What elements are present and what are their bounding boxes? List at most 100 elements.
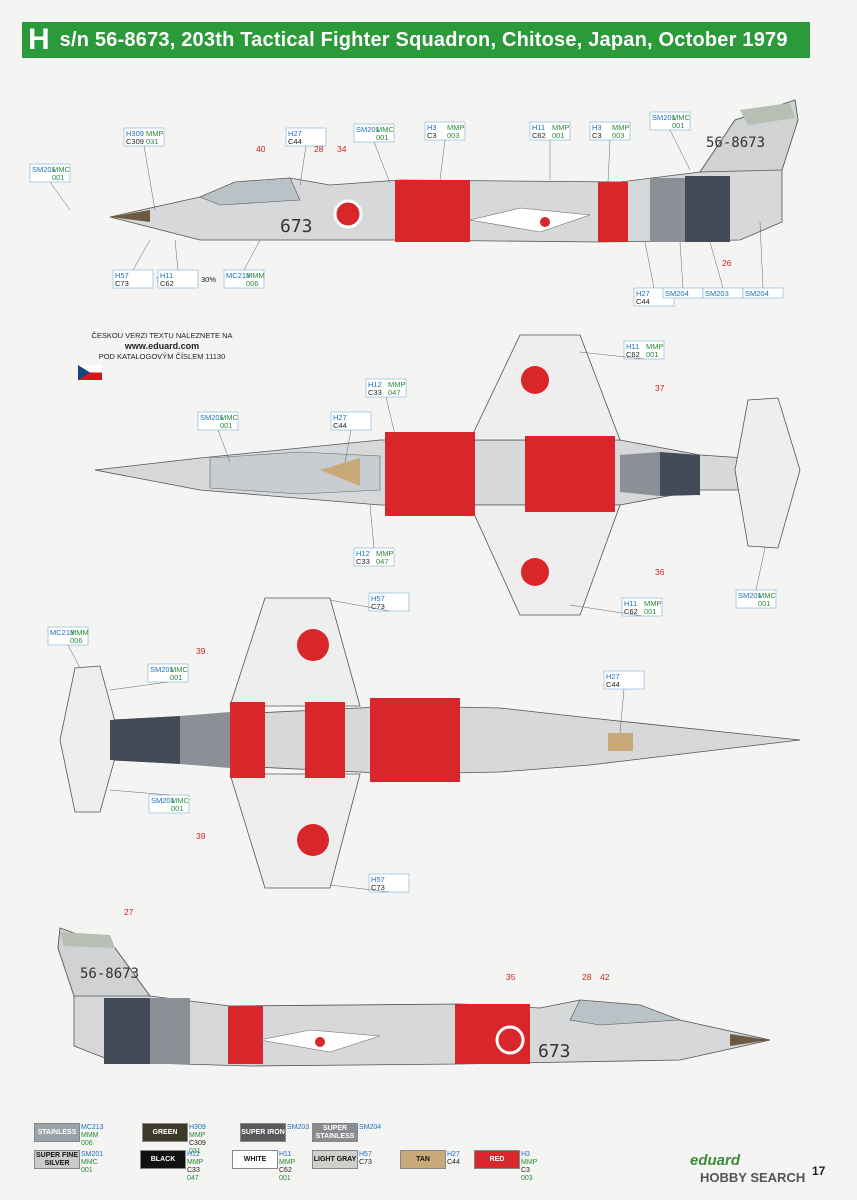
paint-code-hobby: H12: [356, 549, 370, 558]
leader-line: [385, 396, 396, 436]
legend-swatch: TAN: [400, 1150, 446, 1169]
czech-note: ČESKOU VERZI TEXTU NALEZNETE NA www.edua…: [78, 331, 246, 362]
decal-number: 28: [314, 144, 324, 154]
paint-code-hobby: SM201: [150, 665, 174, 674]
paint-code-aqueous: C33: [356, 557, 370, 566]
side-right-serial-text: 56-8673: [80, 966, 139, 982]
legend-codes: SM201 MMC 001: [81, 1151, 104, 1174]
paint-code-mrhobby: MMC: [170, 665, 188, 674]
leader-line: [132, 239, 151, 271]
side-serial-text: 56-8673: [706, 135, 765, 151]
leader-line: [329, 599, 390, 612]
leader-line: [755, 547, 766, 591]
paint-code-hobby: H27: [288, 129, 302, 138]
paint-code-aqueous: C44: [636, 297, 650, 306]
paint-code-number: 001: [171, 804, 184, 813]
leader-line: [143, 145, 156, 211]
decal-number: 35: [506, 972, 516, 982]
leader-line: [299, 145, 307, 186]
paint-code-number: 001: [552, 131, 565, 140]
leader-line: [619, 688, 625, 734]
paint-mix-ratio: 30%: [201, 275, 216, 284]
paint-code-hobby: SM204: [745, 289, 769, 298]
paint-code-hobby: H11: [624, 599, 637, 608]
paint-code-aqueous: C73: [115, 279, 129, 288]
paint-code-mrhobby: MMC: [220, 413, 238, 422]
paint-code-hobby: SM201: [200, 413, 224, 422]
leader-line: [439, 139, 446, 181]
paint-code-aqueous: C73: [371, 602, 385, 611]
leader-line: [243, 239, 261, 271]
paint-code-aqueous: C62: [532, 131, 546, 140]
paint-code-aqueous: C3: [592, 131, 602, 140]
leader-line: [329, 884, 390, 893]
leader-line: [67, 644, 81, 669]
paint-code-number: 001: [52, 173, 65, 182]
profile-letter: H: [28, 23, 50, 56]
side-code-text: 673: [280, 216, 313, 237]
leader-line: [369, 504, 375, 549]
paint-code-hobby: H11: [160, 271, 173, 280]
legend-swatch: SUPER IRON: [240, 1123, 286, 1142]
decal-number: 27: [124, 907, 134, 917]
leader-line: [669, 129, 691, 171]
paint-code-number: 001: [758, 599, 771, 608]
profile-title: s/n 56-8673, 203th Tactical Fighter Squa…: [59, 28, 788, 51]
paint-code-number: 047: [376, 557, 389, 566]
legend-swatch: LIGHT GRAY: [312, 1150, 358, 1169]
paint-code-aqueous: C44: [606, 680, 620, 689]
paint-code-mrhobby: MMM: [70, 628, 89, 637]
paint-code-mrhobby: MMC: [52, 165, 70, 174]
leader-line: [607, 139, 611, 183]
paint-code-hobby: H57: [115, 271, 129, 280]
paint-code-aqueous: C33: [368, 388, 382, 397]
paint-code-number: 001: [170, 673, 183, 682]
paint-code-hobby: H27: [636, 289, 650, 298]
paint-code-mrhobby: MMP: [552, 123, 570, 132]
paint-code-aqueous: C62: [626, 350, 640, 359]
decal-number: 40: [256, 144, 266, 154]
paint-code-hobby: SM201: [32, 165, 56, 174]
legend-swatch: GREEN: [142, 1123, 188, 1142]
decal-number: 26: [722, 258, 732, 268]
legend-swatch: SUPER FINE SILVER: [34, 1150, 80, 1169]
legend-swatch: SUPER STAINLESS: [312, 1123, 358, 1142]
leader-line: [217, 429, 231, 463]
paint-code-hobby: H12: [368, 380, 382, 389]
paint-code-mrhobby: MMP: [146, 129, 164, 138]
side-view-left: 673 56-8673: [109, 99, 799, 243]
czech-line-3: POD KATALOGOVÝM ČÍSLEM 11130: [98, 352, 226, 361]
paint-code-hobby: H57: [371, 875, 385, 884]
paint-code-hobby: SM201: [738, 591, 762, 600]
decal-number: 42: [600, 972, 610, 982]
leader-line: [109, 789, 170, 796]
leader-line: [109, 681, 169, 691]
paint-code-hobby: H57: [371, 594, 385, 603]
decal-number: 36: [655, 567, 665, 577]
paint-code-hobby: SM201: [652, 113, 676, 122]
paint-code-hobby: SM203: [705, 289, 729, 298]
paint-code-hobby: MC213: [226, 271, 250, 280]
paint-code-number: 001: [644, 607, 657, 616]
leader-line: [759, 221, 764, 289]
eduard-logo: eduard: [690, 1152, 741, 1169]
legend-swatch: BLACK: [140, 1150, 186, 1169]
page-number: 17: [812, 1164, 826, 1178]
paint-code-number: 006: [70, 636, 83, 645]
decal-number: 39: [196, 831, 206, 841]
leader-line: [579, 351, 645, 360]
paint-code-number: 001: [376, 133, 389, 142]
paint-code-number: 001: [646, 350, 659, 359]
czech-line-2: www.eduard.com: [124, 341, 200, 351]
paint-code-hobby: SM204: [665, 289, 689, 298]
czech-line-1: ČESKOU VERZI TEXTU NALEZNETE NA: [91, 331, 233, 340]
legend-swatch: STAINLESS: [34, 1123, 80, 1142]
paint-code-mrhobby: MMP: [447, 123, 465, 132]
hobby-search-watermark: HOBBY SEARCH: [700, 1170, 806, 1185]
leader-line: [679, 241, 684, 289]
paint-code-hobby: H3: [427, 123, 437, 132]
